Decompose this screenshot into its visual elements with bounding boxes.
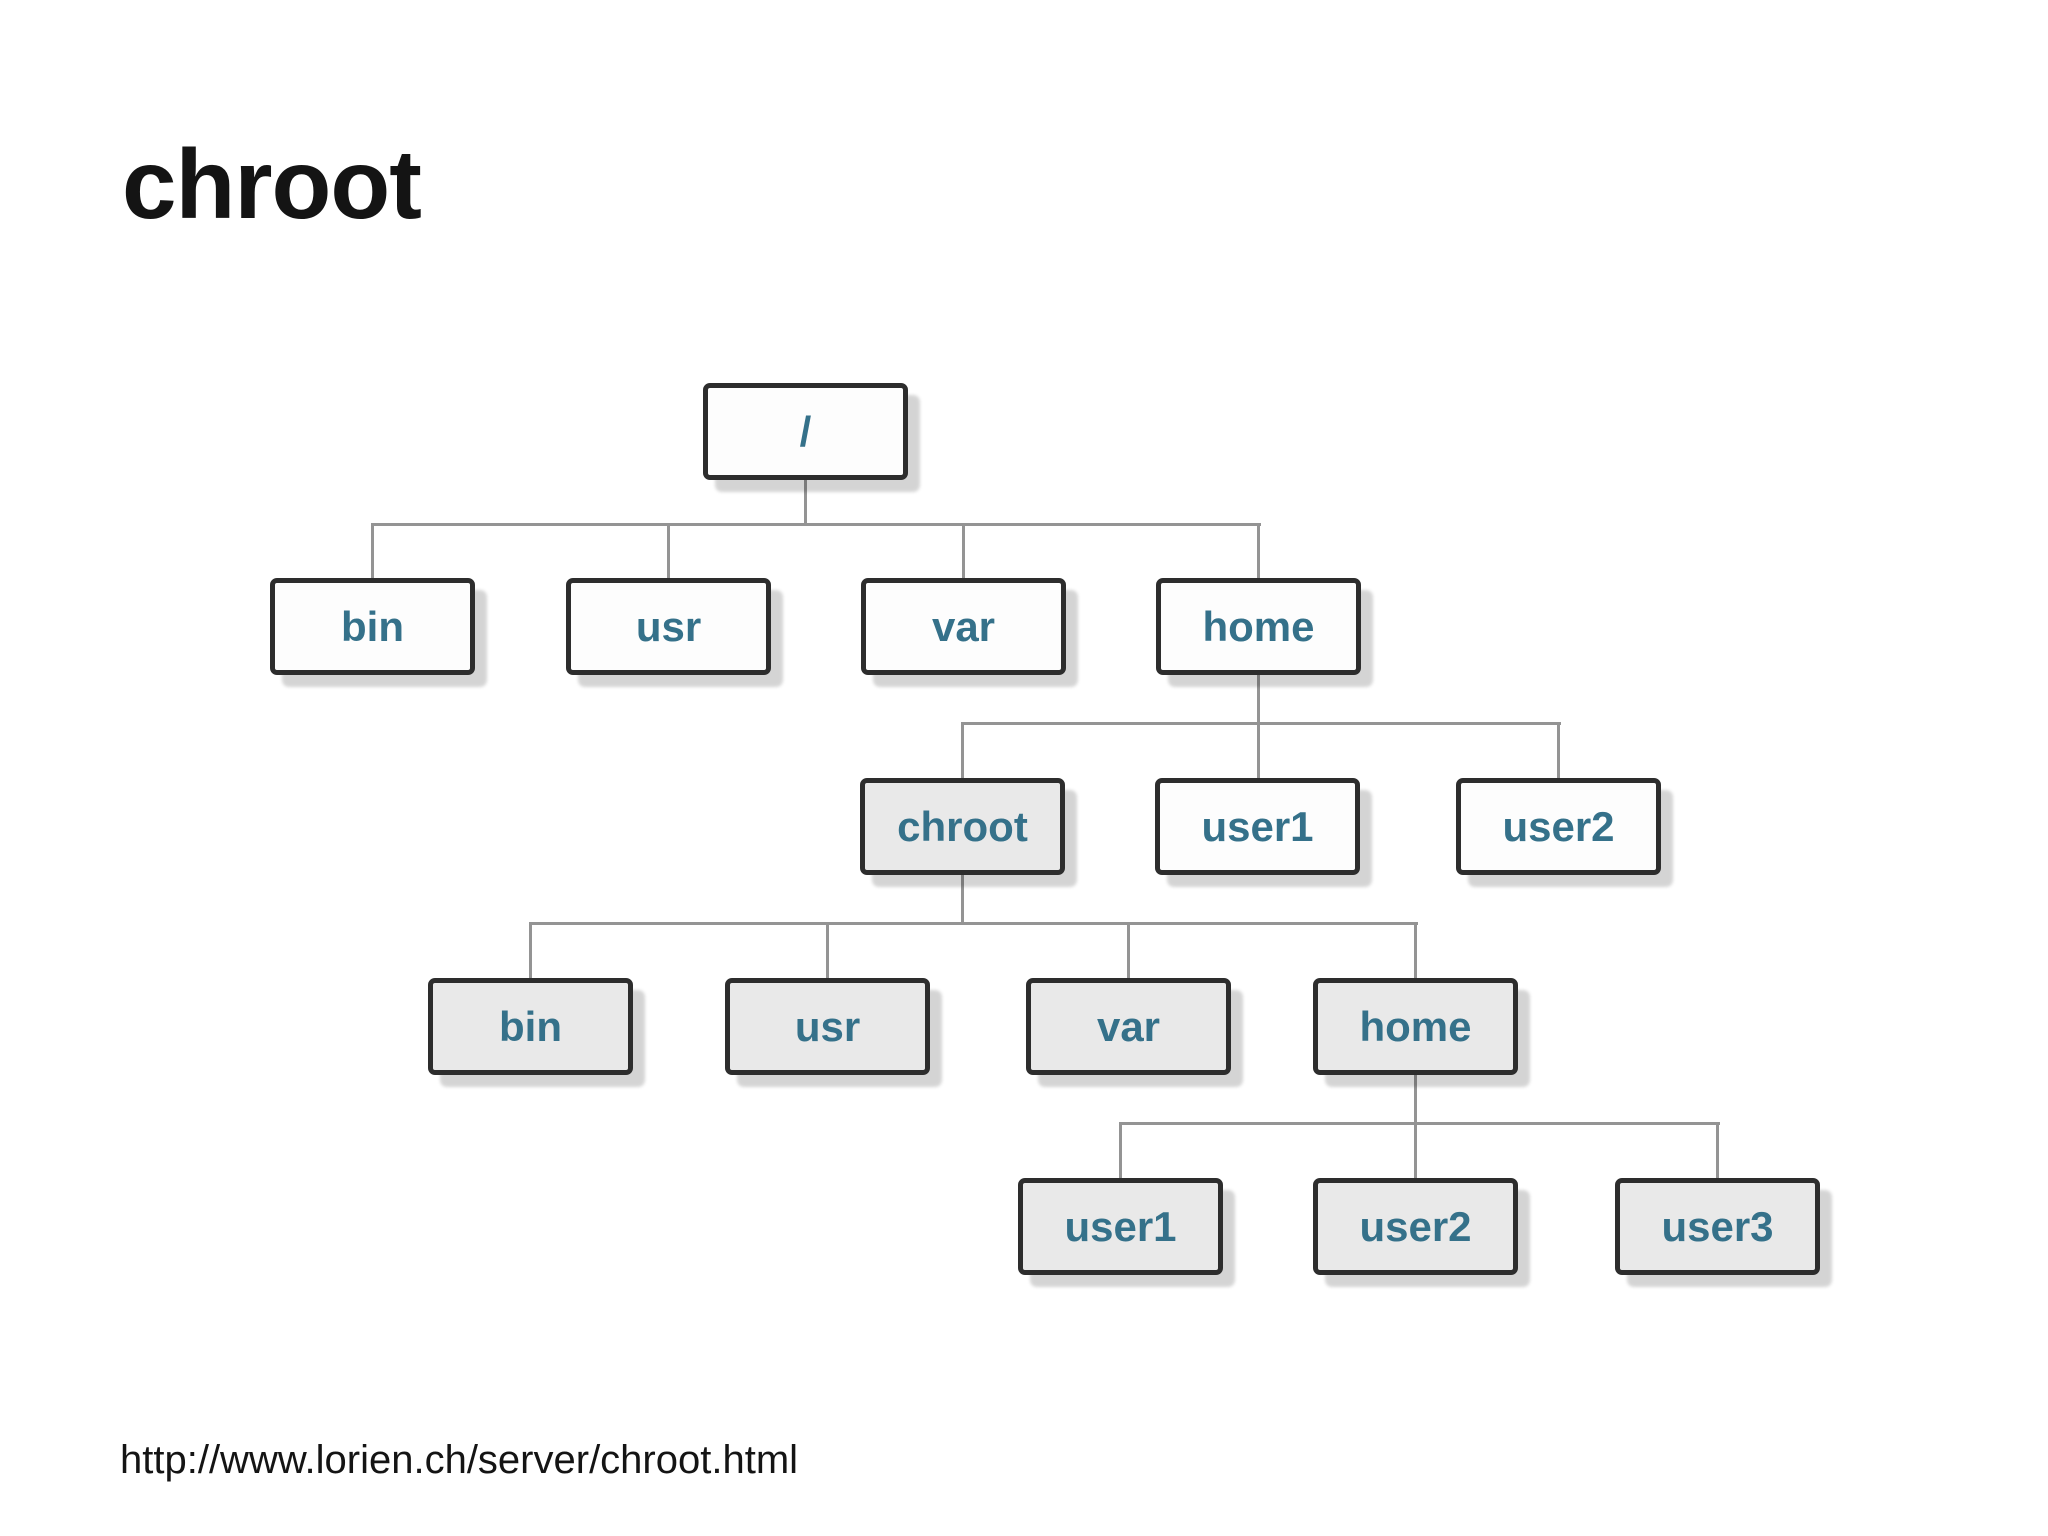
tree-node-chroot-bin-label: bin [499, 1002, 562, 1050]
tree-node-home-label: home [1202, 602, 1315, 650]
tree-node-chroot: chroot [860, 778, 1065, 875]
tree-node-chroot-home-user2: user2 [1313, 1178, 1518, 1275]
connector-stub-l2-chroot [961, 722, 964, 780]
connector-stub-l1-bin [371, 523, 374, 580]
tree-node-bin-label: bin [341, 602, 404, 650]
connector-chroot-home-stub [1414, 1073, 1417, 1180]
connector-chroot-stub [961, 873, 964, 924]
connector-stub-l1-home [1257, 523, 1260, 580]
tree-node-usr: usr [566, 578, 771, 675]
tree-node-chroot-home-user3-label: user3 [1661, 1202, 1774, 1250]
slide-title: chroot [122, 129, 422, 239]
tree-node-home-user1-label: user1 [1201, 802, 1314, 850]
tree-node-var: var [861, 578, 1066, 675]
tree-node-chroot-usr-label: usr [794, 1002, 861, 1050]
tree-node-home-user2-label: user2 [1502, 802, 1615, 850]
connector-root-stub [804, 478, 807, 525]
tree-node-var-label: var [931, 602, 996, 650]
tree-node-chroot-usr: usr [725, 978, 930, 1075]
connector-chroot-bar [529, 922, 1418, 925]
tree-node-chroot-home-user3: user3 [1615, 1178, 1820, 1275]
connector-home-stub [1257, 673, 1260, 780]
tree-node-home-user1: user1 [1155, 778, 1360, 875]
connector-root-bar [371, 523, 1261, 526]
connector-stub-l4-user1 [1119, 1122, 1122, 1180]
connector-stub-l3-bin [529, 922, 532, 980]
tree-node-chroot-home-user1-label: user1 [1064, 1202, 1177, 1250]
tree-node-chroot-var-label: var [1096, 1002, 1161, 1050]
tree-node-bin: bin [270, 578, 475, 675]
tree-node-chroot-home-user1: user1 [1018, 1178, 1223, 1275]
tree-node-chroot-home-user2-label: user2 [1359, 1202, 1472, 1250]
tree-node-chroot-home: home [1313, 978, 1518, 1075]
tree-node-root: / [703, 383, 908, 480]
tree-node-chroot-bin: bin [428, 978, 633, 1075]
tree-node-usr-label: usr [635, 602, 702, 650]
tree-node-chroot-home-label: home [1359, 1002, 1472, 1050]
connector-stub-l2-user2 [1557, 722, 1560, 780]
connector-stub-l1-usr [667, 523, 670, 580]
tree-node-chroot-label: chroot [897, 802, 1028, 850]
connector-home-bar [961, 722, 1561, 725]
connector-stub-l1-var [962, 523, 965, 580]
connector-stub-l3-var [1127, 922, 1130, 980]
connector-chroot-home-bar [1119, 1122, 1720, 1125]
tree-node-home: home [1156, 578, 1361, 675]
tree-node-root-label: / [799, 407, 812, 455]
tree-node-chroot-var: var [1026, 978, 1231, 1075]
tree-node-home-user2: user2 [1456, 778, 1661, 875]
connector-stub-l3-usr [826, 922, 829, 980]
connector-stub-l4-user3 [1716, 1122, 1719, 1180]
connector-stub-l3-home [1414, 922, 1417, 980]
source-url: http://www.lorien.ch/server/chroot.html [120, 1438, 799, 1482]
